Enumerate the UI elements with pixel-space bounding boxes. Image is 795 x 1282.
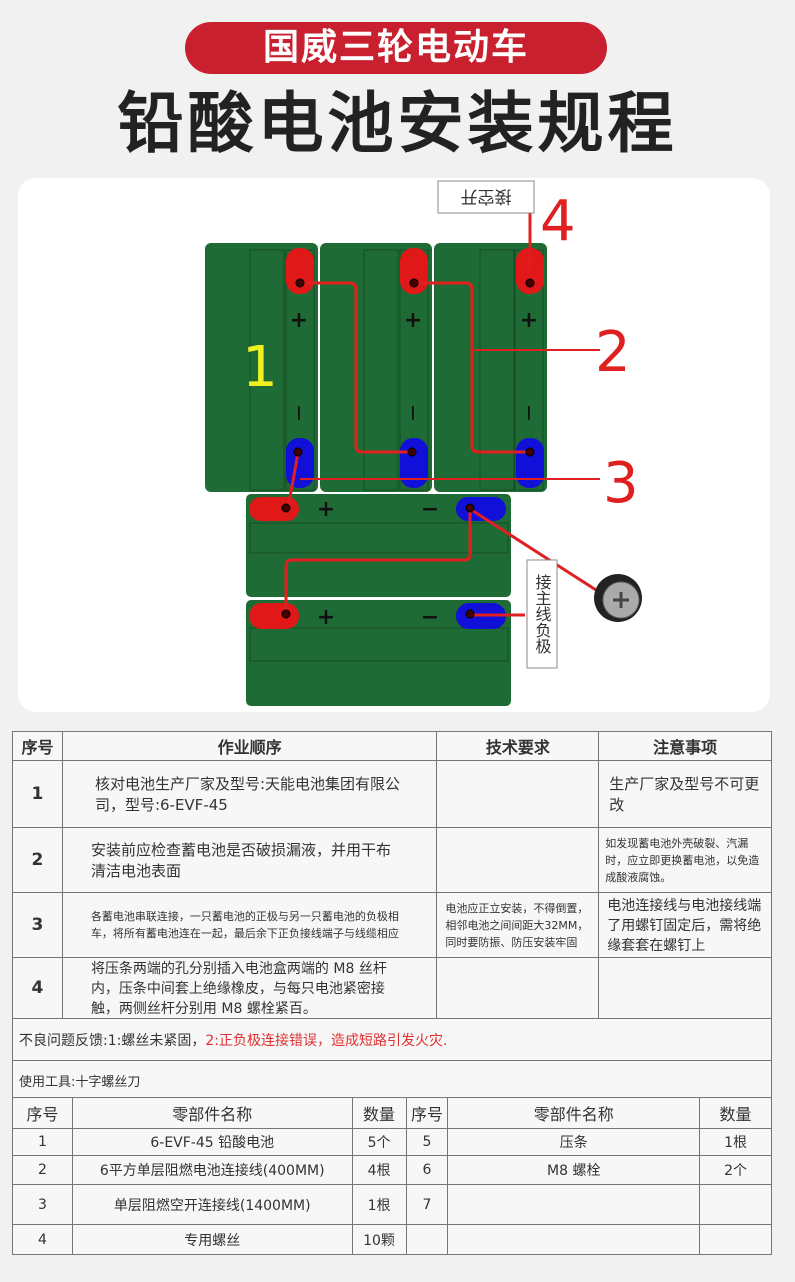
col-header: 序号 [12, 731, 63, 761]
plus-sign: + [317, 497, 335, 522]
screw-icon [594, 574, 642, 622]
col-header: 零部件名称 [447, 1097, 701, 1129]
battery-bottom-1 [246, 494, 511, 597]
minus-sign: − [421, 497, 439, 522]
label-3: 3 [603, 451, 639, 516]
wires [284, 213, 600, 617]
breaker-label: 接空开 [461, 186, 512, 206]
battery-top-1 [205, 243, 318, 492]
minus-sign: − [421, 605, 439, 630]
brand-banner: 国威三轮电动车 [185, 22, 607, 74]
battery-wiring-diagram: + + + + + − − − − − 1 4 2 3 接空开 接主线负极 [205, 180, 642, 706]
plus-sign: + [290, 308, 308, 333]
battery-bottom-2 [246, 600, 511, 706]
negative-terminals [286, 438, 544, 629]
terminal-bolts [281, 278, 535, 619]
table-row: 1 核对电池生产厂家及型号:天能电池集团有限公司，型号:6-EVF-45 生产厂… [12, 760, 772, 828]
feedback-warning: 2:正负极连接错误，造成短路引发火灾. [205, 1032, 448, 1049]
feedback-row: 不良问题反馈:1:螺丝未紧固，2:正负极连接错误，造成短路引发火灾. [12, 1018, 772, 1061]
col-header: 注意事项 [598, 731, 772, 761]
label-4: 4 [540, 189, 576, 254]
col-header: 数量 [351, 1097, 407, 1129]
minus-sign: − [286, 404, 311, 422]
label-1: 1 [242, 335, 278, 400]
plus-sign: + [404, 308, 422, 333]
minus-sign: − [400, 404, 425, 422]
main-negative-label-box: 接主线负极 [526, 559, 558, 669]
col-header: 零部件名称 [71, 1097, 353, 1129]
plus-sign: + [520, 308, 538, 333]
tools-text: 使用工具:十字螺丝刀 [12, 1060, 772, 1100]
breaker-label-box: 接空开 [437, 180, 535, 214]
main-negative-label: 接主线负极 [533, 574, 552, 654]
col-header: 作业顺序 [61, 731, 438, 761]
feedback-text: 不良问题反馈:1:螺丝未紧固， [19, 1032, 206, 1049]
col-header: 技术要求 [436, 731, 600, 761]
table-row: 4 将压条两端的孔分别插入电池盒两端的 M8 丝杆内，压条中间套上绝缘橡皮，与每… [12, 957, 772, 1019]
plus-sign: + [317, 605, 335, 630]
minus-sign: − [516, 404, 541, 422]
table-row: 2 安装前应检查蓄电池是否破损漏液，并用干布清洁电池表面 如发现蓄电池外壳破裂、… [12, 827, 772, 893]
table-row: 3 各蓄电池串联连接，一只蓄电池的正极与另一只蓄电池的负极相车，将所有蓄电池连在… [12, 892, 772, 958]
col-header: 序号 [12, 1097, 73, 1129]
procedure-table: 序号 作业顺序 技术要求 注意事项 1 核对电池生产厂家及型号:天能电池集团有限… [12, 731, 772, 1100]
tools-row: 使用工具:十字螺丝刀 [12, 1060, 772, 1100]
page-title: 铅酸电池安装规程 [117, 85, 678, 162]
label-2: 2 [595, 320, 631, 385]
col-header: 序号 [405, 1097, 449, 1129]
col-header: 数量 [699, 1097, 772, 1129]
